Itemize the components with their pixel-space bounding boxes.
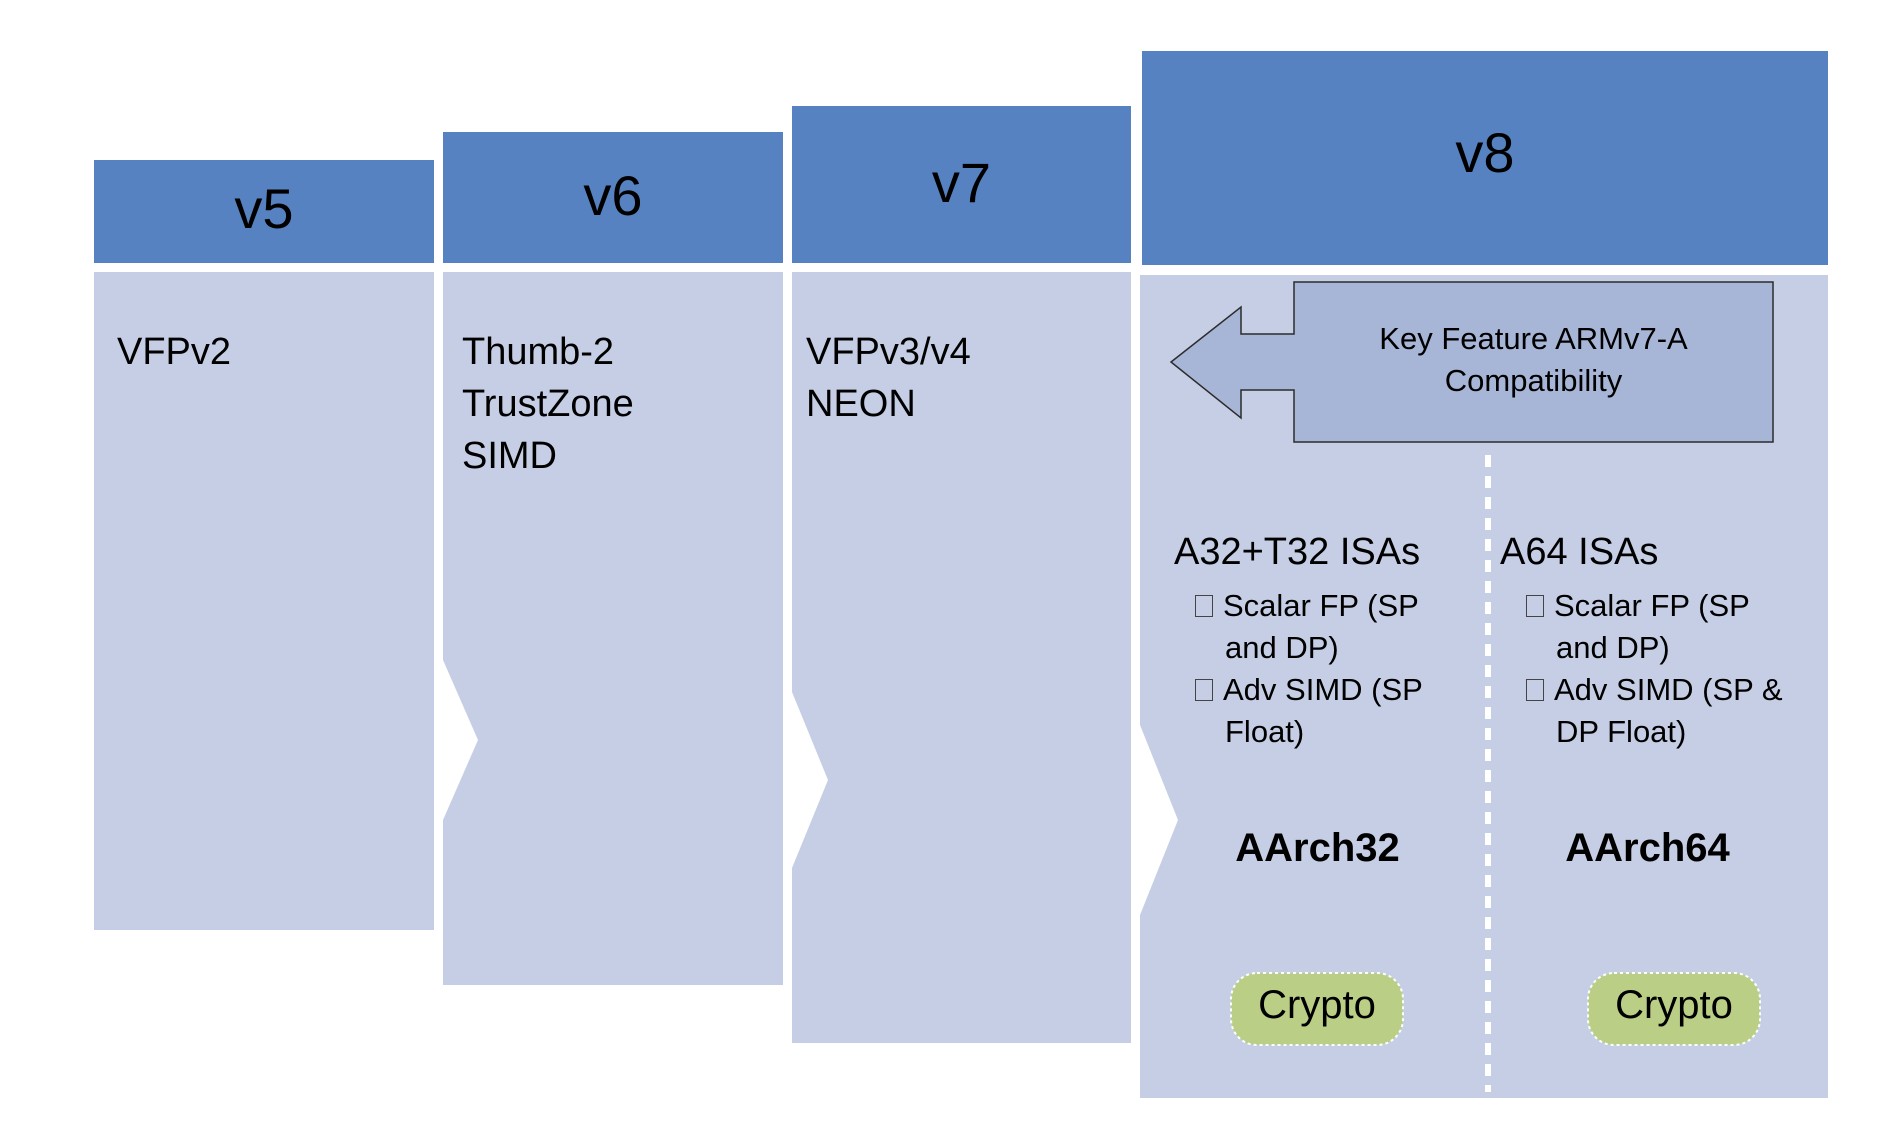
key-feature-line: Compatibility xyxy=(1444,363,1623,398)
v7-body-panel xyxy=(792,272,1131,1043)
v8-body-panel xyxy=(1140,275,1828,1098)
key-feature-arrow xyxy=(1169,281,1774,443)
a64-bullet-line: DP Float) xyxy=(1556,714,1687,749)
a32-t32-isa-title: A32+T32 ISAs xyxy=(1174,531,1421,573)
a64-bullet-line: Scalar FP (SP xyxy=(1554,588,1750,623)
v6-header-bar xyxy=(443,132,783,263)
aarch64-label: AArch64 xyxy=(1565,826,1730,870)
checkbox-glyph-icon xyxy=(1526,595,1544,617)
aarch32-label: AArch32 xyxy=(1235,826,1400,870)
crypto-badge-aarch32 xyxy=(1230,972,1404,1046)
v5-feature-list: VFPv2 xyxy=(117,326,231,378)
v6-feature-item: TrustZone xyxy=(462,383,634,425)
crypto-label-aarch64: Crypto xyxy=(1615,983,1733,1027)
checkbox-glyph-icon xyxy=(1526,679,1544,701)
checkbox-glyph-icon xyxy=(1195,679,1213,701)
v5-body-panel xyxy=(94,272,434,930)
a64-bullet-item: Scalar FP (SP and DP) xyxy=(1526,585,1783,669)
key-feature-text: Key Feature ARMv7-A Compatibility xyxy=(1294,318,1773,402)
v5-feature-item: VFPv2 xyxy=(117,331,232,373)
a32-bullet-line: Adv SIMD (SP xyxy=(1223,672,1423,707)
a32-bullet-item: Scalar FP (SP and DP) xyxy=(1195,585,1423,669)
v6-feature-list: Thumb-2 TrustZone SIMD xyxy=(462,326,634,482)
v7-feature-item: VFPv3/v4 xyxy=(806,331,971,373)
checkbox-glyph-icon xyxy=(1195,595,1213,617)
key-feature-line: Key Feature ARMv7-A xyxy=(1379,321,1688,356)
crypto-badge-aarch64 xyxy=(1587,972,1761,1046)
v8-header-label: v8 xyxy=(1455,121,1515,184)
v6-body-panel xyxy=(443,272,783,985)
a64-bullet-item: Adv SIMD (SP & DP Float) xyxy=(1526,669,1783,753)
v6-header-label: v6 xyxy=(583,164,643,227)
v6-feature-item: SIMD xyxy=(462,435,557,477)
v5-header-label: v5 xyxy=(234,177,294,240)
v7-header-bar xyxy=(792,106,1131,263)
v7-feature-item: NEON xyxy=(806,383,916,425)
v7-header-label: v7 xyxy=(931,151,992,214)
v8-header-bar xyxy=(1142,51,1828,265)
crypto-label-aarch32: Crypto xyxy=(1258,983,1376,1027)
a32-bullet-line: and DP) xyxy=(1225,630,1339,665)
a64-bullet-line: Adv SIMD (SP & xyxy=(1554,672,1783,707)
a32-bullet-list: Scalar FP (SP and DP) Adv SIMD (SP Float… xyxy=(1195,585,1423,753)
a64-bullet-line: and DP) xyxy=(1556,630,1670,665)
v7-feature-list: VFPv3/v4 NEON xyxy=(806,326,971,430)
a32-bullet-item: Adv SIMD (SP Float) xyxy=(1195,669,1423,753)
a32-bullet-line: Scalar FP (SP xyxy=(1223,588,1419,623)
v5-header-bar xyxy=(94,160,434,263)
v6-feature-item: Thumb-2 xyxy=(462,331,615,373)
a64-bullet-list: Scalar FP (SP and DP) Adv SIMD (SP & DP … xyxy=(1526,585,1783,753)
a64-isa-title: A64 ISAs xyxy=(1500,531,1659,573)
a32-bullet-line: Float) xyxy=(1225,714,1305,749)
